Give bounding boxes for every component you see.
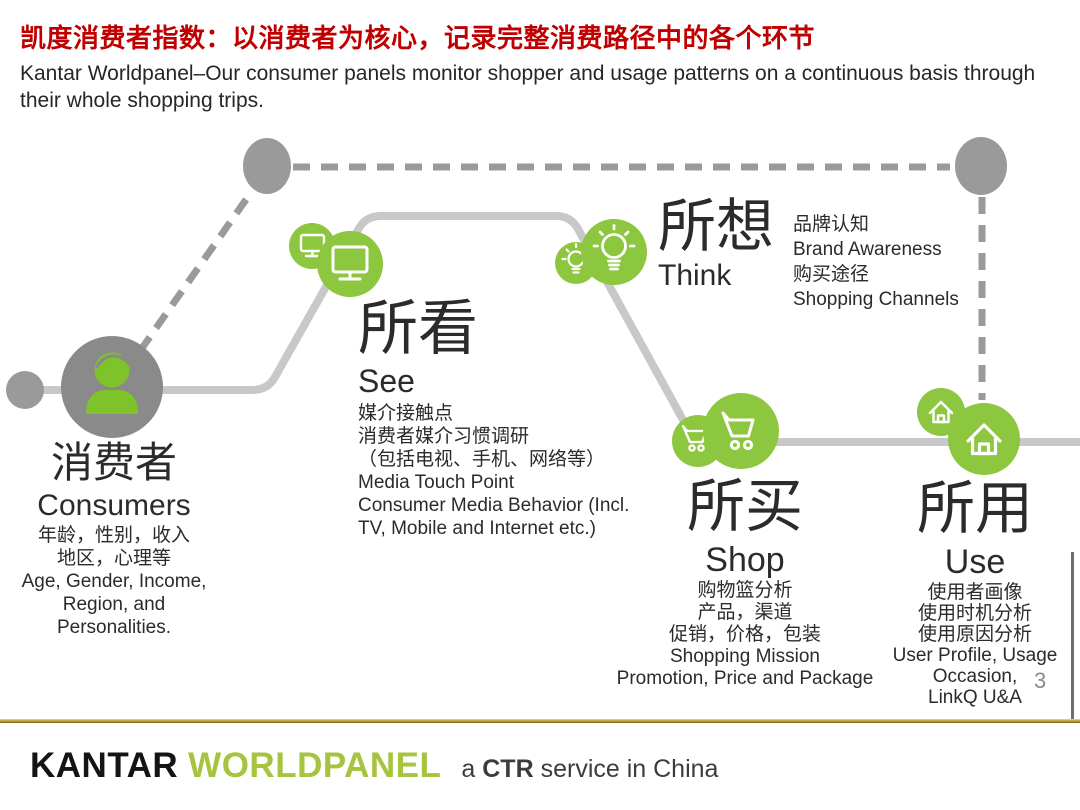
use-title-zh: 所用 [916, 476, 1033, 541]
waypoint-dot-right [955, 137, 1007, 195]
use-title-en: Use [944, 543, 1006, 581]
shop-title-en: Shop [705, 541, 785, 579]
slide-title: 凯度消费者指数：以消费者为核心，记录完整消费路径中的各个环节 [20, 23, 816, 53]
shop-node [672, 393, 779, 469]
use-detail-line: 使用时机分析 [917, 603, 1032, 624]
shop-detail-line: 购物篮分析 [697, 580, 793, 601]
waypoint-dot-left [243, 138, 291, 194]
use-detail-line: 使用者画像 [927, 582, 1023, 603]
tagline-suffix: service in China [533, 755, 719, 783]
tagline-ctr: CTR [482, 755, 534, 783]
shop-detail-line: Promotion, Price and Package [616, 668, 874, 689]
consumers-detail-line: Age, Gender, Income, [21, 571, 207, 592]
consumer-avatar [61, 336, 163, 438]
lightbulb-icon [592, 224, 636, 271]
use-detail-line: Occasion, [932, 666, 1018, 687]
use-detail-line: User Profile, Usage [892, 645, 1058, 666]
home-icon [966, 423, 1002, 456]
use-node [917, 388, 1020, 475]
think-text-block: 所想 Think [658, 196, 818, 294]
see-text-block: 所看 See 媒介接触点 消费者媒介习惯调研 （包括电视、手机、网络等） Med… [358, 296, 658, 540]
page-number: 3 [1034, 668, 1047, 693]
consumers-title-en: Consumers [37, 489, 191, 522]
slide-subtitle: Kantar Worldpanel–Our consumer panels mo… [20, 62, 1036, 112]
consumers-detail-line: Personalities. [56, 617, 172, 638]
see-title-en: See [358, 363, 415, 399]
shop-detail-line: 产品，渠道 [697, 602, 793, 623]
shop-detail-line: Shopping Mission [670, 646, 820, 667]
logo-kantar-text: KANTAR [30, 746, 179, 785]
think-detail-line: Shopping Channels [793, 289, 959, 310]
cart-icon [721, 411, 755, 451]
logo-worldpanel-text: WORLDPANEL [188, 746, 442, 785]
see-title-zh: 所看 [358, 295, 478, 362]
think-detail-line: 购买途径 [793, 264, 870, 285]
shop-title-zh: 所买 [686, 474, 803, 539]
think-details-block: 品牌认知 Brand Awareness 购买途径 Shopping Chann… [793, 212, 983, 312]
kantar-worldpanel-logo: KANTAR WORLDPANEL a CTR service in China [30, 746, 718, 786]
see-detail-line: Media Touch Point [358, 472, 514, 493]
journey-dashed-path [137, 163, 986, 400]
think-detail-line: 品牌认知 [793, 214, 870, 235]
consumers-detail-line: 地区，心理等 [56, 548, 171, 569]
see-node [289, 223, 383, 297]
use-text-block: 所用 Use 使用者画像 使用时机分析 使用原因分析 User Profile,… [858, 476, 1080, 708]
logo-tagline: a CTR service in China [461, 755, 718, 784]
think-node [555, 219, 647, 285]
see-detail-line: （包括电视、手机、网络等） [358, 449, 606, 470]
think-title-zh: 所想 [658, 194, 775, 259]
see-detail-line: 消费者媒介习惯调研 [358, 426, 530, 447]
consumers-text-block: 消费者 Consumers 年龄，性别，收入 地区，心理等 Age, Gende… [8, 438, 220, 639]
shop-detail-line: 促销，价格，包装 [668, 624, 821, 645]
monitor-icon [331, 245, 369, 281]
think-title-en: Think [658, 259, 732, 292]
person-icon [86, 352, 138, 414]
use-detail-line: LinkQ U&A [928, 687, 1022, 708]
consumers-title-zh: 消费者 [50, 439, 177, 486]
footer-gold-divider [0, 719, 1080, 723]
think-detail-line: Brand Awareness [793, 239, 942, 260]
home-icon [928, 400, 954, 424]
start-dot [6, 371, 44, 409]
right-edge-divider [1071, 552, 1074, 721]
tagline-prefix: a [461, 755, 483, 783]
see-detail-line: 媒介接触点 [358, 403, 454, 424]
use-detail-line: 使用原因分析 [917, 624, 1032, 645]
consumers-detail-line: Region, and [62, 594, 166, 615]
monitor-icon [299, 233, 326, 258]
shop-text-block: 所买 Shop 购物篮分析 产品，渠道 促销，价格，包装 Shopping Mi… [613, 474, 877, 690]
consumers-detail-line: 年龄，性别，收入 [37, 525, 190, 546]
see-detail-line: Consumer Media Behavior (Incl. [358, 495, 630, 516]
see-detail-line: TV, Mobile and Internet etc.) [358, 518, 596, 539]
